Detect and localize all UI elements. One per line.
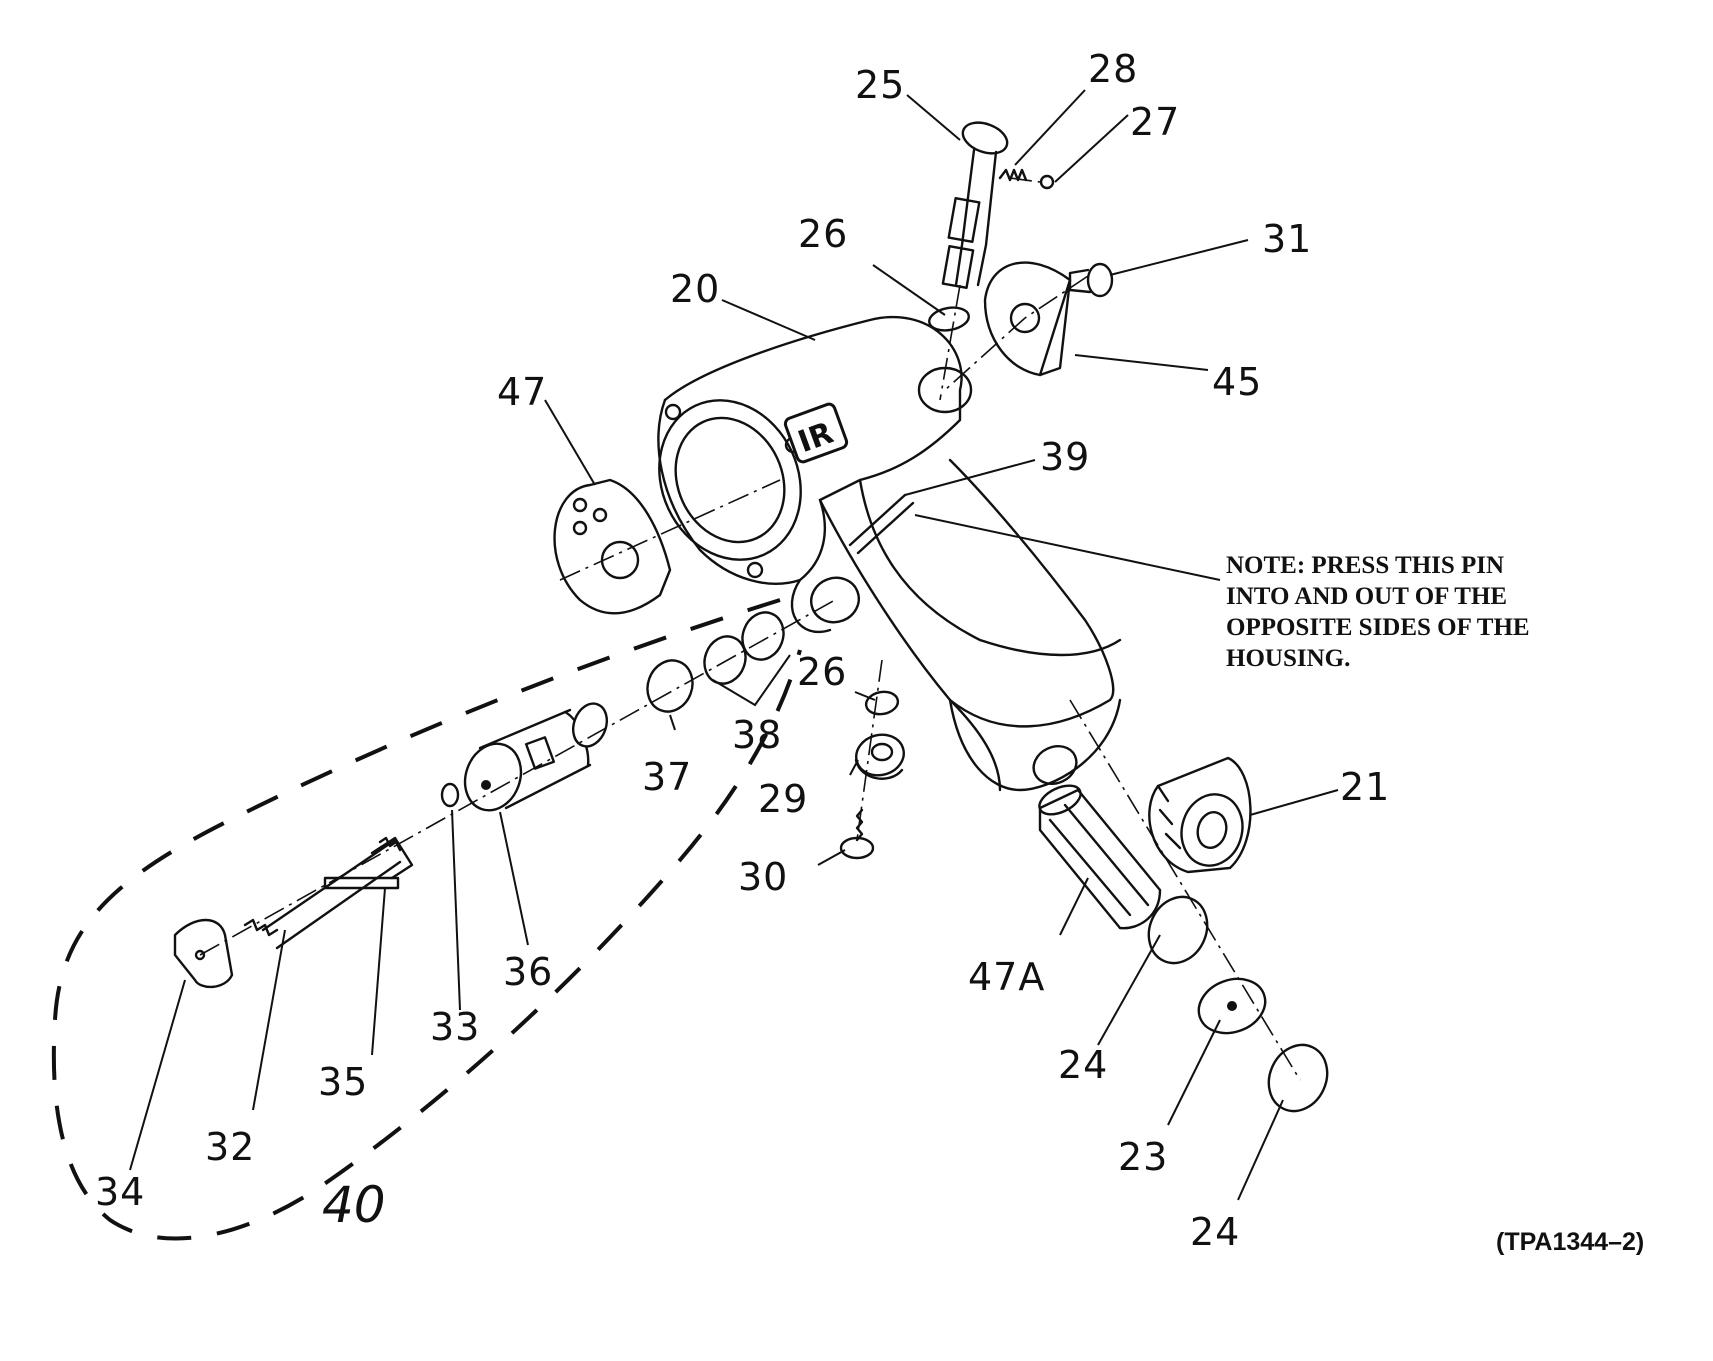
spring-28 [998, 168, 1028, 182]
plate-45 [983, 261, 1072, 377]
reverse-valve-36 [463, 702, 609, 812]
callout-34: 34 [95, 1170, 145, 1214]
callout-31: 31 [1262, 217, 1312, 261]
callout-30: 30 [738, 855, 788, 899]
callout-26-lower: 26 [797, 650, 847, 694]
callout-39: 39 [1040, 435, 1090, 479]
callout-38: 38 [732, 713, 782, 757]
axis-inlet [1069, 699, 1301, 1081]
oring-26-top [928, 306, 970, 332]
callout-33: 33 [430, 1005, 480, 1049]
callout-labels: 25 28 27 26 31 20 45 47 39 26 38 37 29 3… [95, 47, 1390, 1254]
callout-24-top: 24 [1058, 1043, 1108, 1087]
ball-27 [1039, 174, 1055, 190]
pin-39 [848, 493, 915, 555]
oring-38a [741, 611, 785, 661]
callout-24-bottom: 24 [1190, 1210, 1240, 1254]
screw-30 [839, 808, 875, 860]
valve-25 [941, 121, 1009, 289]
callout-21: 21 [1340, 765, 1390, 809]
deflector-23 [1197, 977, 1267, 1035]
retaining-ring-24-bottom [1267, 1043, 1329, 1113]
callout-25: 25 [855, 63, 905, 107]
trigger-29 [854, 733, 905, 780]
axis-main [559, 479, 781, 581]
leader-lines [129, 89, 1339, 1201]
callout-27: 27 [1130, 100, 1180, 144]
callout-23: 23 [1118, 1135, 1168, 1179]
callout-45: 45 [1212, 360, 1262, 404]
callout-37: 37 [642, 755, 692, 799]
callout-28: 28 [1088, 47, 1138, 91]
plate-47 [553, 478, 672, 615]
housing-20: IR [657, 315, 1122, 792]
callout-29: 29 [758, 777, 808, 821]
axis-plate-45 [944, 275, 1089, 391]
reverse-shaft-32 [243, 836, 414, 950]
oring-38b [703, 635, 747, 685]
axis-trigger [856, 659, 883, 841]
figure-id: (TPA1344–2) [1496, 1228, 1645, 1256]
axis-reverse [199, 599, 836, 956]
screw-31 [1068, 262, 1114, 298]
oring-33 [440, 782, 460, 808]
axis-spring [1009, 177, 1041, 183]
axis-valve [939, 284, 961, 401]
muffler-47a [1038, 784, 1162, 930]
retaining-ring-24-top [1147, 895, 1209, 965]
callout-36: 36 [503, 950, 553, 994]
air-inlet-21 [1148, 756, 1252, 874]
assembly-note: NOTE: PRESS THIS PIN INTO AND OUT OF THE… [1226, 552, 1530, 672]
ingersoll-rand-logo: IR [783, 402, 849, 464]
callout-47: 47 [497, 370, 547, 414]
callout-26-top: 26 [798, 212, 848, 256]
callout-35: 35 [318, 1060, 368, 1104]
callout-20: 20 [670, 267, 720, 311]
callout-47a: 47A [968, 955, 1045, 999]
callout-40: 40 [322, 1176, 386, 1234]
kit-40-outline [51, 598, 802, 1241]
oring-37 [646, 659, 694, 713]
callout-32: 32 [205, 1125, 255, 1169]
pin-35 [323, 876, 400, 890]
oring-26-lower [864, 690, 900, 716]
